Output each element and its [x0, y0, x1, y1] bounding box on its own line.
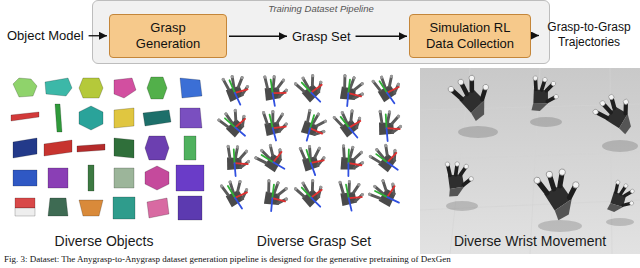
process-label: Simulation RL Data Collection	[418, 20, 522, 51]
panel-label: Diverse Grasp Set	[257, 233, 371, 249]
input-label: Object Model	[4, 28, 87, 43]
image-panel: Diverse Grasp Set	[210, 68, 418, 254]
figure-caption: Fig. 3: Dataset: The Anygrasp-to-Anygras…	[4, 255, 636, 265]
output-text: Grasp-to-Grasp Trajectories	[543, 20, 635, 50]
objects-panel	[11, 77, 204, 220]
input-text: Object Model	[7, 28, 84, 43]
flow-arrow	[533, 35, 539, 36]
flow-arrow	[89, 35, 107, 36]
wrist-panel	[420, 68, 640, 254]
image-panel: Diverse Wrist Movement	[420, 68, 640, 254]
process-box: Grasp Generation	[109, 14, 227, 58]
process-label: Grasp Generation	[118, 20, 218, 51]
panel-label: Diverse Objects	[55, 233, 154, 249]
region-heading: Training Dataset Pipeline	[93, 3, 549, 14]
output-label: Grasp-to-Grasp Trajectories	[541, 20, 637, 50]
image-panel: Diverse Objects	[0, 68, 208, 254]
intermediate-text: Grasp Set	[292, 29, 351, 44]
grasp-panel	[216, 71, 406, 216]
panel-label: Diverse Wrist Movement	[454, 233, 606, 249]
flow-arrow	[356, 36, 407, 37]
intermediate-label: Grasp Set	[289, 29, 354, 44]
pipeline-region: Training Dataset PipelineGrasp Generatio…	[92, 0, 550, 64]
flow-arrow	[229, 36, 287, 37]
process-box: Simulation RL Data Collection	[409, 14, 531, 58]
